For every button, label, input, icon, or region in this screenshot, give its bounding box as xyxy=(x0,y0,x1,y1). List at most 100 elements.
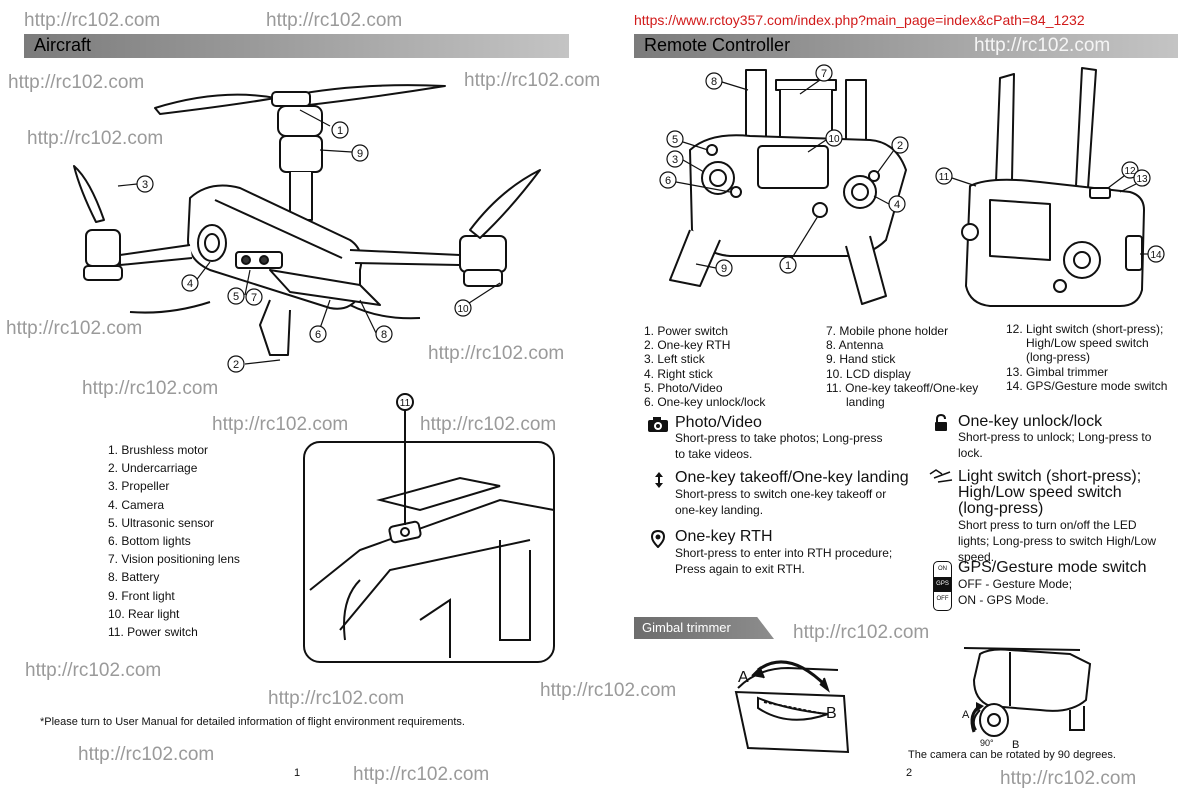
list-item: 8. Antenna xyxy=(826,338,884,353)
watermark: http://rc102.com xyxy=(353,764,490,785)
photo-video-title: Photo/Video xyxy=(675,414,762,431)
list-item: 1. Power switch xyxy=(644,324,729,338)
camera-icon xyxy=(648,417,668,432)
gps-switch-off-label: OFF xyxy=(936,596,949,602)
list-item: 4. Camera xyxy=(108,497,165,512)
light-switch-title-1: Light switch (short-press); xyxy=(958,468,1142,485)
list-item: 3. Propeller xyxy=(108,479,170,494)
callout-6: 6 xyxy=(315,329,321,341)
list-item: 11. One-key takeoff/One-key xyxy=(826,380,979,395)
callout-3: 3 xyxy=(142,179,148,191)
gimbal-camera-diagram: A 90° B xyxy=(962,647,1092,751)
list-item: 6. One-key unlock/lock xyxy=(644,395,766,410)
list-item: 9. Hand stick xyxy=(826,352,896,367)
list-item: 2. One-key RTH xyxy=(644,338,731,353)
rc-parts-list-col1: 1. Power switch 2. One-key RTH 3. Left s… xyxy=(644,324,765,409)
gimbal-camera-label-b: B xyxy=(1012,739,1019,751)
remote-controller-front-diagram: 8 7 10 2 5 3 6 4 1 9 xyxy=(659,64,909,305)
list-item: 7. Mobile phone holder xyxy=(826,324,949,338)
callout-12: 12 xyxy=(1124,166,1136,177)
list-item: 5. Photo/Video xyxy=(644,380,723,395)
aircraft-parts-list: 1. Brushless motor 2. Undercarriage 3. P… xyxy=(108,441,240,641)
callout-9: 9 xyxy=(721,263,727,275)
light-switch-title-3: (long-press) xyxy=(958,500,1044,517)
list-item: 2. Undercarriage xyxy=(108,461,198,476)
gimbal-label-a: A xyxy=(738,669,749,686)
list-item: 9. Front light xyxy=(108,588,175,603)
gps-gesture-title: GPS/Gesture mode switch xyxy=(958,559,1147,576)
watermark: http://rc102.com xyxy=(25,660,162,681)
gimbal-trimmer-tab: Gimbal trimmer xyxy=(634,617,774,639)
gimbal-dial-diagram: A B xyxy=(734,660,850,754)
watermark: http://rc102.com xyxy=(78,744,215,765)
callout-6: 6 xyxy=(665,175,671,187)
callout-8: 8 xyxy=(711,76,717,88)
gimbal-angle: 90° xyxy=(980,738,994,748)
callout-1: 1 xyxy=(337,125,343,137)
watermark: http://rc102.com xyxy=(974,35,1111,56)
gps-switch-icon: ON GPS OFF xyxy=(933,561,952,611)
unlock-lock-title: One-key unlock/lock xyxy=(958,413,1103,430)
list-item: 11. Power switch xyxy=(108,625,198,640)
watermark: http://rc102.com xyxy=(464,70,601,91)
list-item: 13. Gimbal trimmer xyxy=(1006,364,1109,379)
callout-1: 1 xyxy=(785,260,791,272)
gimbal-camera-label-a: A xyxy=(962,709,970,721)
callout-11: 11 xyxy=(400,398,411,409)
gimbal-label-b: B xyxy=(826,705,837,722)
watermark: http://rc102.com xyxy=(27,128,164,149)
page-number-1: 1 xyxy=(294,767,301,779)
callout-7: 7 xyxy=(821,68,827,80)
watermark: http://rc102.com xyxy=(268,688,405,709)
gimbal-trimmer-label: Gimbal trimmer xyxy=(642,620,731,635)
list-item: 7. Vision positioning lens xyxy=(108,552,240,567)
lock-icon xyxy=(935,414,947,431)
takeoff-landing-icon xyxy=(655,472,663,488)
source-url[interactable]: https://www.rctoy357.com/index.php?main_… xyxy=(634,12,1085,28)
rth-icon xyxy=(650,530,666,548)
list-item: 3. Left stick xyxy=(644,352,705,367)
watermark: http://rc102.com xyxy=(82,378,219,399)
page-number-2: 2 xyxy=(906,767,913,779)
light-switch-desc: Short press to turn on/off the LED light… xyxy=(958,518,1157,564)
light-switch-title-2: High/Low speed switch xyxy=(958,484,1122,501)
list-item: 1. Brushless motor xyxy=(108,443,209,457)
watermark: http://rc102.com xyxy=(212,414,349,435)
callout-7: 7 xyxy=(251,292,257,304)
remote-controller-header: Remote Controller http://rc102.com xyxy=(634,34,1178,58)
watermark: http://rc102.com xyxy=(266,10,403,31)
list-item: 12. Light switch (short-press); xyxy=(1006,322,1164,336)
rth-desc: Short-press to enter into RTH procedure;… xyxy=(675,546,893,576)
watermark: http://rc102.com xyxy=(8,72,145,93)
callout-5: 5 xyxy=(672,134,678,146)
watermark: http://rc102.com xyxy=(540,680,677,701)
watermark: http://rc102.com xyxy=(793,622,930,643)
callout-13: 13 xyxy=(1136,174,1148,185)
callout-3: 3 xyxy=(672,154,678,166)
rth-title: One-key RTH xyxy=(675,528,773,545)
gps-gesture-desc-1: OFF - Gesture Mode; xyxy=(958,577,1073,591)
takeoff-landing-title: One-key takeoff/One-key landing xyxy=(675,469,909,486)
callout-10: 10 xyxy=(457,304,469,315)
callout-5: 5 xyxy=(233,291,239,303)
list-item: 14. GPS/Gesture mode switch xyxy=(1006,378,1168,393)
gps-gesture-desc-2: ON - GPS Mode. xyxy=(958,593,1049,607)
watermark: http://rc102.com xyxy=(420,414,557,435)
list-item: 4. Right stick xyxy=(644,366,713,381)
rc-parts-list-col3: 12. Light switch (short-press); High/Low… xyxy=(1006,322,1167,393)
photo-video-desc: Short-press to take photos; Long-press t… xyxy=(675,431,883,461)
list-item: 8. Battery xyxy=(108,570,160,585)
watermark: http://rc102.com xyxy=(428,343,565,364)
list-item: 10. LCD display xyxy=(826,366,911,381)
callout-2: 2 xyxy=(233,359,239,371)
list-item: High/Low speed switch xyxy=(1026,336,1149,351)
remote-controller-side-diagram: 11 12 13 14 xyxy=(935,67,1165,307)
callout-8: 8 xyxy=(381,329,387,341)
gps-switch-on-label: ON xyxy=(938,566,947,572)
callout-10: 10 xyxy=(828,134,840,145)
watermark: http://rc102.com xyxy=(24,10,161,31)
watermark: http://rc102.com xyxy=(6,318,143,339)
aircraft-callouts: 1 9 3 4 5 7 6 8 10 2 xyxy=(117,109,501,373)
callout-4: 4 xyxy=(187,278,193,290)
callout-2: 2 xyxy=(897,140,903,152)
